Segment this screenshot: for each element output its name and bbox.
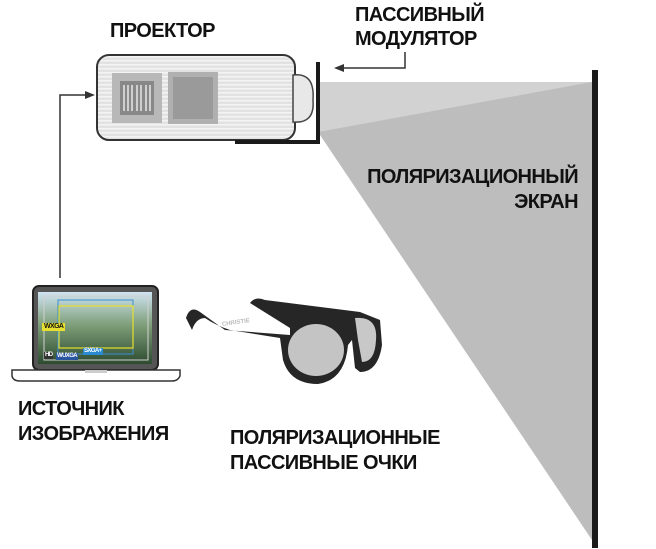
label-projector: ПРОЕКТОР xyxy=(110,20,215,42)
projection-beam-highlight xyxy=(318,82,592,132)
label-source-1: ИСТОЧНИК xyxy=(18,398,124,420)
label-screen-2: ЭКРАН xyxy=(514,191,579,213)
passive-modulator xyxy=(235,62,320,144)
tag-wuxga: WUXGA xyxy=(56,353,78,360)
polarizing-screen xyxy=(592,70,598,548)
tag-wxga: WXGA xyxy=(42,323,66,331)
modulator-pointer-arrow xyxy=(342,52,406,69)
label-glasses-2: ПАССИВНЫЕ ОЧКИ xyxy=(230,452,417,474)
label-modulator-1: ПАССИВНЫЙ xyxy=(355,4,485,26)
laptop-icon xyxy=(11,285,181,382)
tag-hd: HD xyxy=(44,352,54,359)
projection-beam xyxy=(318,82,592,540)
projector-icon xyxy=(96,54,314,141)
tag-sxga: SXGA+ xyxy=(83,348,103,355)
label-source-2: ИЗОБРАЖЕНИЯ xyxy=(18,423,169,445)
label-modulator-2: МОДУЛЯТОР xyxy=(355,28,477,50)
polarized-glasses-icon xyxy=(186,298,382,384)
label-screen-1: ПОЛЯРИЗАЦИОННЫЙ xyxy=(367,166,579,188)
signal-arrow xyxy=(59,94,86,278)
label-glasses-1: ПОЛЯРИЗАЦИОННЫЕ xyxy=(230,427,440,449)
